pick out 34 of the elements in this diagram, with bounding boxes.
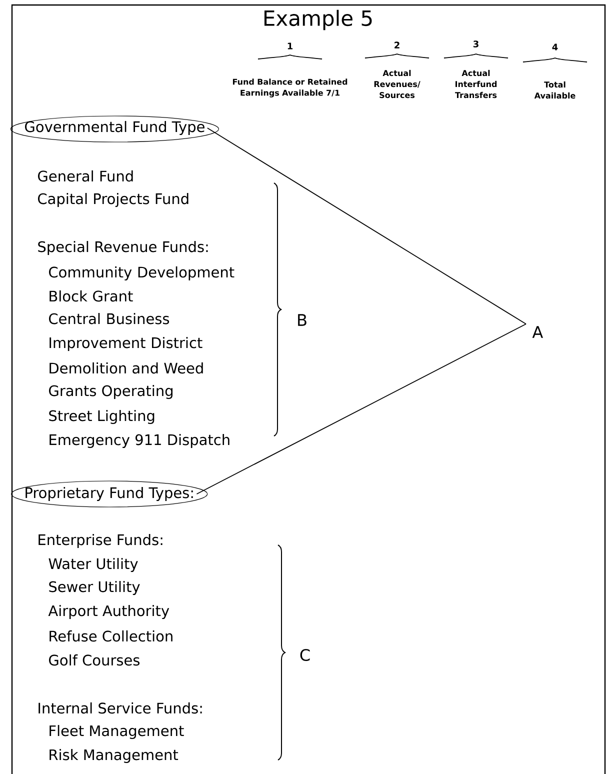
fund-name: Water Utility (48, 558, 138, 572)
brace-label: C (300, 648, 310, 662)
fund-name: Airport Authority (48, 604, 170, 620)
fund-name: Community Development Block Grant (49, 266, 234, 302)
fund-name: Enterprise Funds: (38, 534, 162, 548)
fund-name: Risk Management (50, 748, 178, 764)
column-number: 2 (394, 42, 400, 48)
column-heading: Actual Revenues/ Sources (374, 70, 420, 98)
fund-name: Central Business Improvement District (49, 312, 202, 352)
column-heading: Actual Interfund Transfers (455, 70, 497, 98)
fund-name: Sewer Utility (49, 580, 140, 596)
column-heading: Total Available (534, 81, 576, 99)
column-number: 1 (288, 42, 293, 50)
brace-label: B (298, 314, 306, 326)
fund-type-heading: Governmental Fund Type (25, 120, 204, 136)
fund-name: Refuse Collection (50, 630, 172, 642)
fund-name: Street Lighting (49, 410, 154, 424)
fund-name: Capital Projects Fund (38, 192, 188, 208)
connector-line (196, 324, 526, 494)
fund-name: Grants Operating (49, 384, 172, 400)
column-number: 3 (473, 40, 478, 48)
fund-name: Special Revenue Funds: (38, 240, 208, 256)
column-number: 4 (552, 44, 558, 50)
fund-name: General Fund (38, 170, 133, 182)
fund-name: Internal Service Funds: (38, 702, 202, 714)
vertex-label: A (532, 326, 543, 338)
fund-name: Emergency 911 Dispatch (50, 434, 230, 448)
fund-name: Demolition and Weed (50, 362, 203, 374)
fund-name: Fleet Management (50, 724, 184, 740)
fund-name: Golf Courses (49, 654, 140, 666)
column-heading: Fund Balance or Retained Earnings Available 7/1 (232, 78, 348, 98)
fund-type-heading: Proprietary Fund Types: (26, 486, 193, 502)
title: Example 5 (264, 10, 372, 30)
connector-line (206, 128, 526, 324)
